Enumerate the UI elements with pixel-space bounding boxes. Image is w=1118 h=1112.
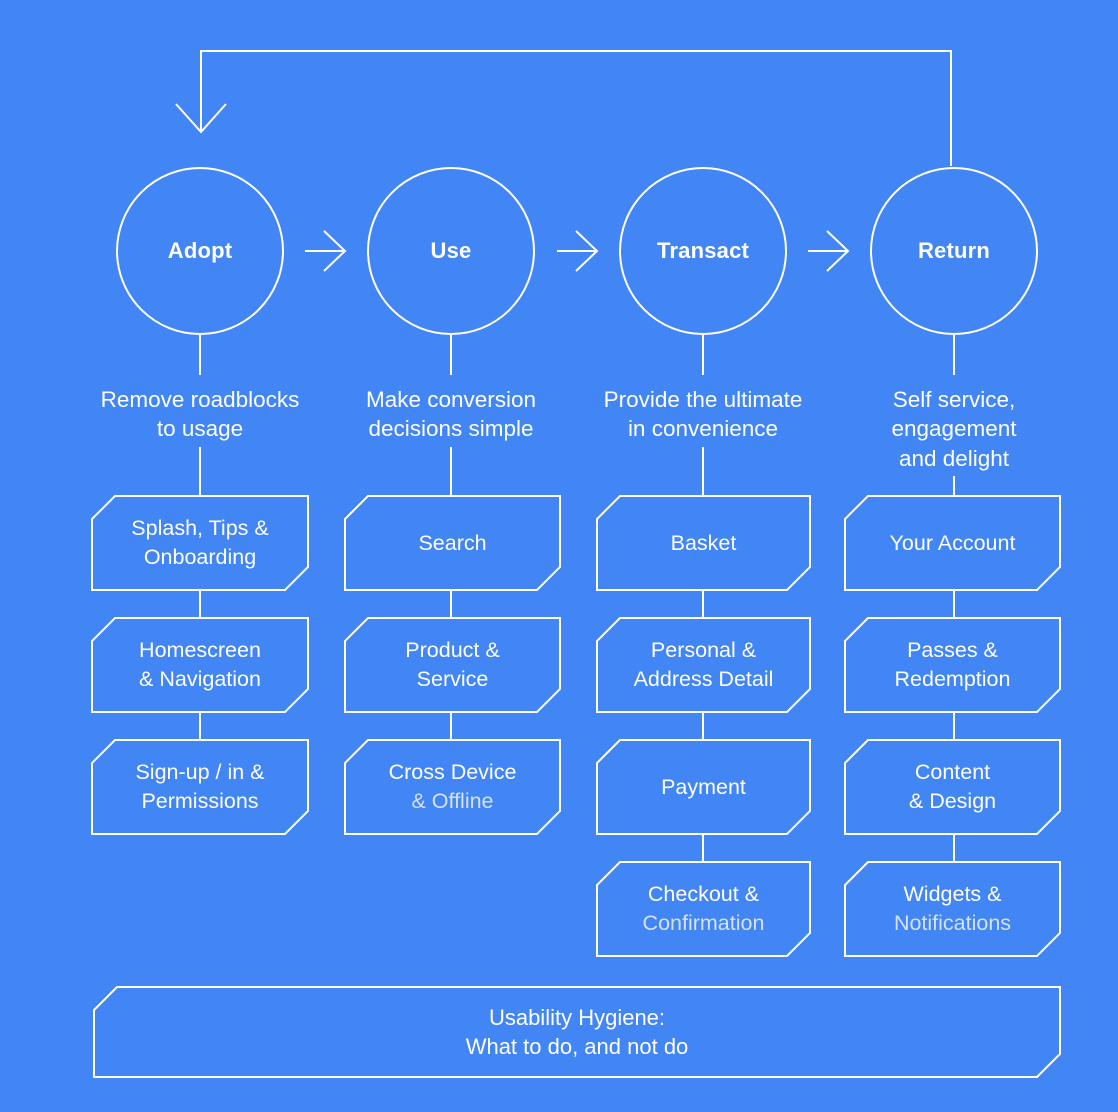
box-group-adopt <box>91 495 309 835</box>
box-label-return-1[interactable]: Your Account <box>845 496 1060 590</box>
stage-subtitle-use-line2: decisions simple <box>368 416 534 442</box>
box-shape-use-3[interactable] <box>344 739 561 835</box>
stage-label-return: Return <box>917 238 991 263</box>
box-label-adopt-1-line1: Splash, Tips & <box>131 516 269 541</box>
box-shape-use-2[interactable] <box>344 617 561 713</box>
stage-label-adopt: Adopt <box>167 238 233 263</box>
box-shape-transact-3[interactable] <box>596 739 811 835</box>
box-label-transact-4-line2: Confirmation <box>642 911 765 935</box>
box-shape-adopt-3[interactable] <box>91 739 309 835</box>
stage-subtitle-return: Self service, engagement and delight <box>829 385 1079 473</box>
box-label-adopt-3-line1: Sign-up / in & <box>135 760 265 785</box>
box-label-return-4-line1: Widgets & <box>903 882 1002 907</box>
box-label-transact-4[interactable]: Checkout & Confirmation <box>597 862 810 956</box>
box-label-use-2-line2: Service <box>416 667 489 691</box>
stage-label-use: Use <box>430 238 472 263</box>
box-label-transact-4-line1: Checkout & <box>647 882 760 907</box>
box-group-return <box>844 495 1061 957</box>
box-label-return-4[interactable]: Widgets & Notifications <box>845 862 1060 956</box>
box-label-return-2[interactable]: Passes & Redemption <box>845 618 1060 712</box>
box-label-transact-2[interactable]: Personal & Address Detail <box>597 618 810 712</box>
box-shape-adopt-1[interactable] <box>91 495 309 591</box>
stage-subtitle-return-line2: engagement <box>891 416 1017 442</box>
box-label-adopt-1[interactable]: Splash, Tips & Onboarding <box>92 496 308 590</box>
box-label-use-3[interactable]: Cross Device & Offline <box>345 740 560 834</box>
box-group-transact <box>596 495 811 957</box>
stage-subtitle-use: Make conversion decisions simple <box>326 385 576 444</box>
box-label-return-2-line2: Redemption <box>894 667 1011 691</box>
box-shape-return-4[interactable] <box>844 861 1061 957</box>
stage-subtitle-transact-line1: Provide the ultimate <box>603 387 803 412</box>
box-label-adopt-2-line2: & Navigation <box>139 667 261 691</box>
stage-subtitle-transact: Provide the ultimate in convenience <box>578 385 828 444</box>
box-label-transact-1[interactable]: Basket <box>597 496 810 590</box>
box-shape-transact-1[interactable] <box>596 495 811 591</box>
box-shape-return-2[interactable] <box>844 617 1061 713</box>
box-shape-transact-4[interactable] <box>596 861 811 957</box>
box-label-adopt-2[interactable]: Homescreen & Navigation <box>92 618 308 712</box>
stage-subtitle-adopt: Remove roadblocks to usage <box>75 385 325 444</box>
return-loop-arrow <box>175 50 952 166</box>
box-label-use-2[interactable]: Product & Service <box>345 618 560 712</box>
stage-subtitle-adopt-line2: to usage <box>156 416 244 442</box>
box-label-return-4-line2: Notifications <box>893 911 1012 935</box>
banner-line2: What to do, and not do <box>465 1034 689 1059</box>
stage-subtitle-return-line3: and delight <box>898 445 1010 471</box>
box-label-transact-1-line1: Basket <box>670 530 737 555</box>
stage-subtitle-use-line1: Make conversion <box>365 387 537 412</box>
box-label-transact-3-line1: Payment <box>661 774 746 799</box>
box-label-adopt-3[interactable]: Sign-up / in & Permissions <box>92 740 308 834</box>
stage-arrow-adopt-use <box>305 230 347 272</box>
box-group-use <box>344 495 561 835</box>
box-shape-adopt-2[interactable] <box>91 617 309 713</box>
box-label-return-3-line2: & Design <box>908 789 997 813</box>
box-label-transact-2-line2: Address Detail <box>633 667 774 691</box>
box-label-return-1-line1: Your Account <box>889 530 1016 555</box>
box-label-use-3-line2: & Offline <box>411 789 494 813</box>
box-label-adopt-1-line2: Onboarding <box>143 545 257 569</box>
stage-arrow-transact-return <box>808 230 850 272</box>
usability-hygiene-banner-shape[interactable] <box>93 986 1061 1078</box>
box-shape-use-1[interactable] <box>344 495 561 591</box>
box-label-return-2-line1: Passes & <box>907 638 998 663</box>
stage-label-transact: Transact <box>656 238 750 263</box>
box-shape-transact-2[interactable] <box>596 617 811 713</box>
box-label-adopt-2-line1: Homescreen <box>139 638 261 663</box>
stage-subtitle-transact-line2: in convenience <box>627 416 779 442</box>
box-label-use-3-line1: Cross Device <box>388 760 517 785</box>
box-label-use-2-line1: Product & <box>405 638 500 663</box>
box-label-return-3-line1: Content <box>914 760 991 785</box>
box-shape-return-1[interactable] <box>844 495 1061 591</box>
box-label-adopt-3-line2: Permissions <box>141 789 259 813</box>
box-label-use-1[interactable]: Search <box>345 496 560 590</box>
box-label-use-1-line1: Search <box>418 530 487 555</box>
banner-line1: Usability Hygiene: <box>488 1004 666 1030</box>
box-shape-return-3[interactable] <box>844 739 1061 835</box>
box-label-transact-2-line1: Personal & <box>650 638 757 663</box>
stage-subtitle-adopt-line1: Remove roadblocks <box>100 387 300 412</box>
stage-arrow-use-transact <box>557 230 599 272</box>
box-label-transact-3[interactable]: Payment <box>597 740 810 834</box>
stage-subtitle-return-line1: Self service, <box>892 387 1016 412</box>
usability-hygiene-banner-label[interactable]: Usability Hygiene: What to do, and not d… <box>94 987 1060 1077</box>
box-label-return-3[interactable]: Content & Design <box>845 740 1060 834</box>
